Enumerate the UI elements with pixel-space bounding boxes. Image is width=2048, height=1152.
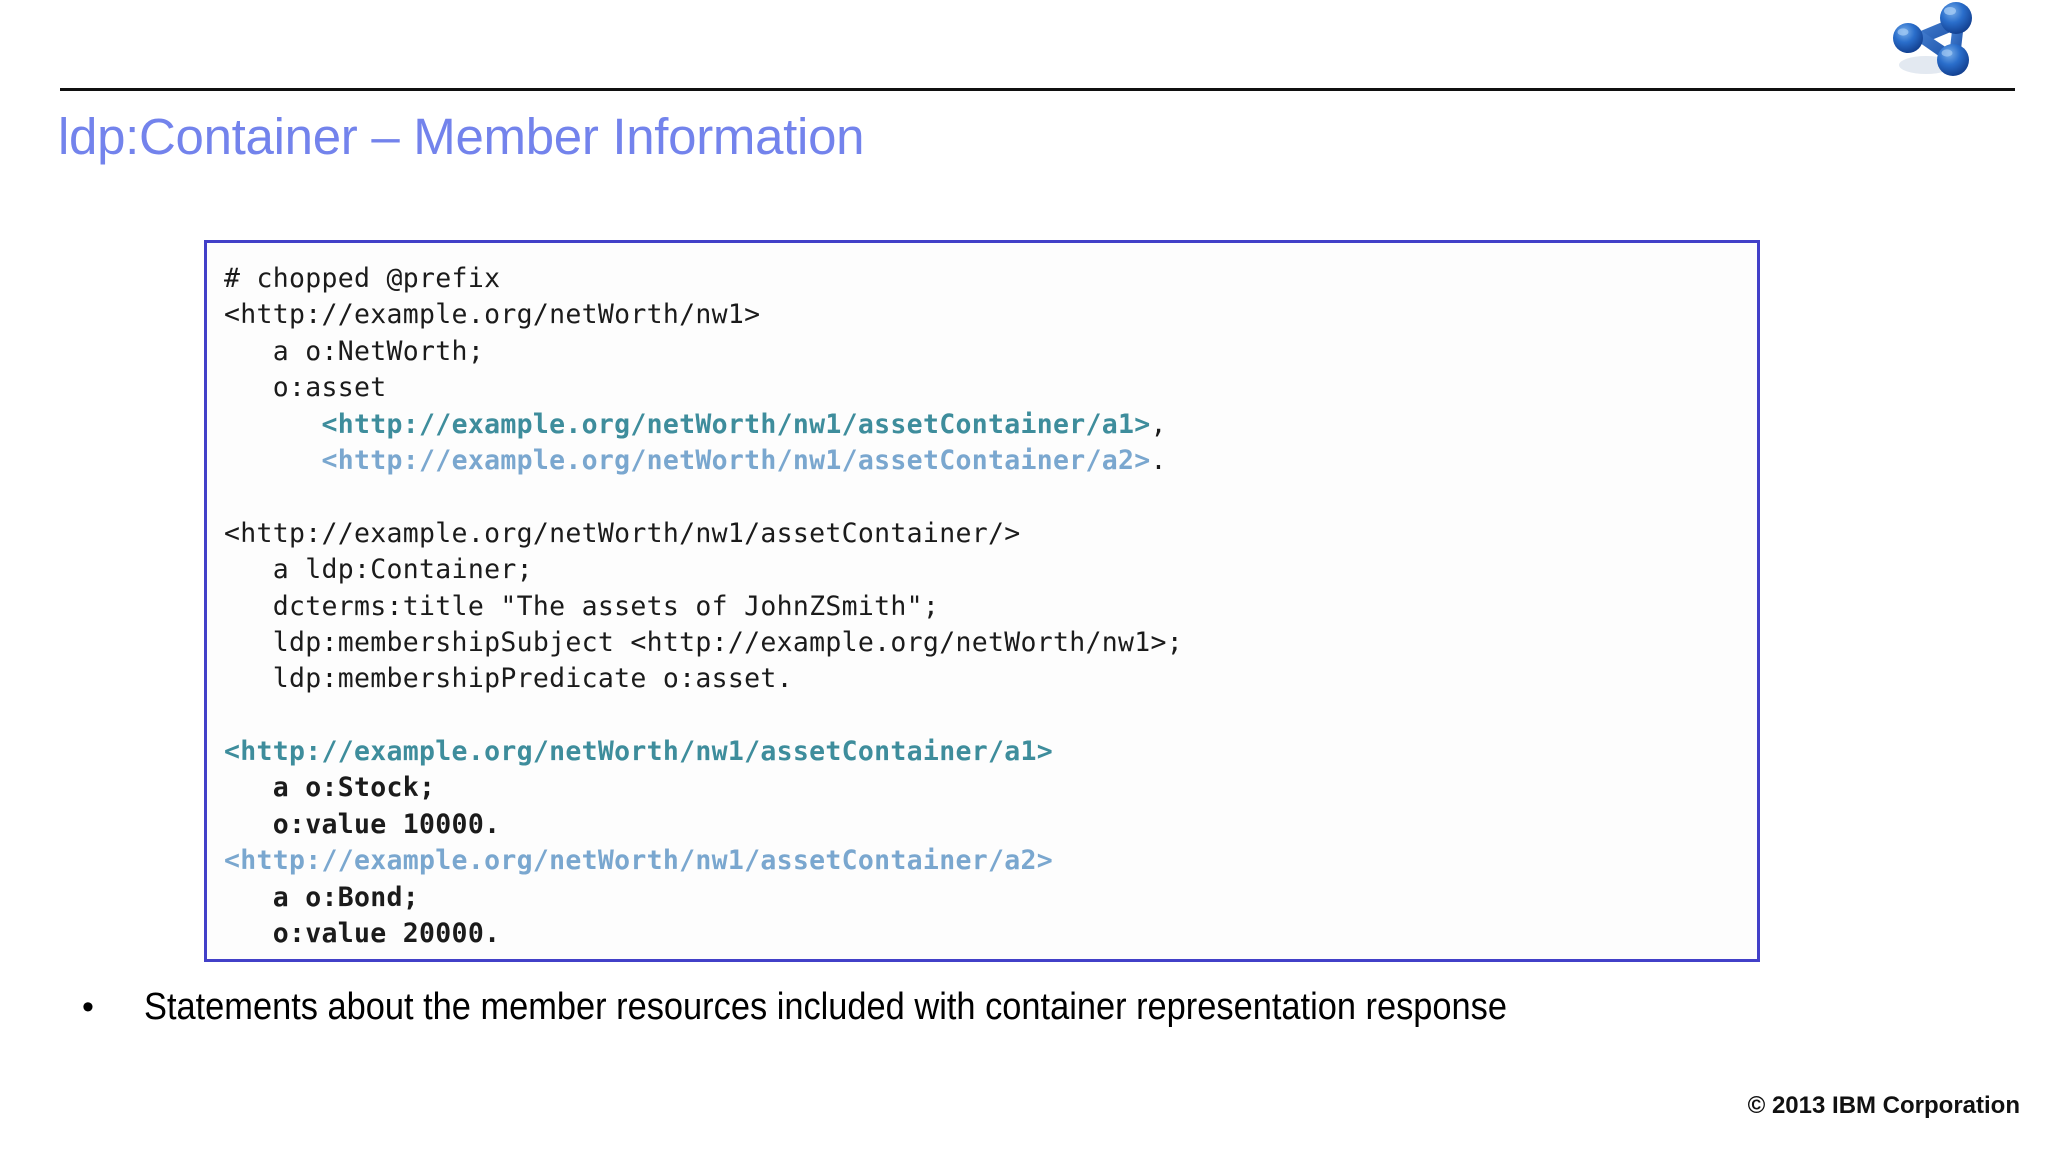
bullet-marker-icon: • (82, 988, 94, 1026)
code-segment (224, 700, 240, 731)
code-segment (224, 481, 240, 512)
code-segment: <http://example.org/netWorth/nw1> (224, 299, 761, 331)
header-divider (60, 88, 2015, 91)
code-segment: dcterms:title "The assets of JohnZSmith"… (224, 590, 940, 622)
code-line: <http://example.org/netWorth/nw1> (224, 297, 1751, 333)
code-segment: a o:NetWorth; (224, 335, 485, 367)
code-segment: . (1150, 444, 1167, 476)
code-line (224, 479, 1751, 515)
code-segment: o:value 10000. (224, 808, 501, 840)
code-line: a o:NetWorth; (224, 334, 1751, 370)
code-segment: a ldp:Container; (224, 554, 533, 586)
code-segment (224, 409, 322, 440)
code-line: <http://example.org/netWorth/nw1/assetCo… (224, 516, 1751, 552)
bullet-text: Statements about the member resources in… (144, 986, 1508, 1028)
code-line: dcterms:title "The assets of JohnZSmith"… (224, 589, 1751, 625)
code-segment: ldp:membershipSubject <http://example.or… (224, 626, 1184, 658)
code-segment: <http://example.org/netWorth/nw1/assetCo… (321, 444, 1151, 476)
bullet-item: • Statements about the member resources … (76, 984, 2016, 1030)
code-line: <http://example.org/netWorth/nw1/assetCo… (224, 443, 1751, 479)
code-line: o:value 10000. (224, 807, 1751, 843)
code-segment: # chopped @prefix (224, 263, 501, 294)
code-line: # chopped @prefix (224, 261, 1751, 297)
code-block: # chopped @prefix <http://example.org/net… (204, 240, 1760, 962)
footer-copyright: © 2013 IBM Corporation (1747, 1092, 2020, 1119)
code-segment: <http://example.org/netWorth/nw1/assetCo… (321, 408, 1151, 440)
code-line (224, 698, 1751, 734)
code-segment (224, 445, 322, 476)
page-title: ldp:Container – Member Information (58, 108, 865, 165)
code-segment: <http://example.org/netWorth/nw1/assetCo… (224, 736, 1053, 768)
code-segment: o:value 20000. (224, 918, 501, 950)
code-segment: o:asset (224, 372, 387, 404)
code-line: a o:Stock; (224, 770, 1751, 806)
code-line: o:asset (224, 370, 1751, 406)
code-line: <http://example.org/netWorth/nw1/assetCo… (224, 843, 1751, 879)
code-segment: a o:Bond; (224, 881, 420, 913)
linked-data-molecule-logo (1886, 2, 2000, 78)
code-block-content: # chopped @prefix <http://example.org/net… (224, 261, 1751, 955)
code-line: ldp:membershipPredicate o:asset. (224, 661, 1751, 697)
code-line: a o:Bond; (224, 880, 1751, 916)
code-segment: a o:Stock; (224, 772, 436, 804)
code-line: ldp:membershipSubject <http://example.or… (224, 625, 1751, 661)
code-segment: <http://example.org/netWorth/nw1/assetCo… (224, 845, 1053, 877)
code-line: o:value 20000. (224, 916, 1751, 952)
code-line: a ldp:Container; (224, 552, 1751, 588)
code-line: <http://example.org/netWorth/nw1/assetCo… (224, 407, 1751, 443)
code-segment: , (1150, 408, 1167, 440)
code-line: <http://example.org/netWorth/nw1/assetCo… (224, 734, 1751, 770)
code-segment: <http://example.org/netWorth/nw1/assetCo… (224, 517, 1021, 549)
code-segment: ldp:membershipPredicate o:asset. (224, 663, 793, 695)
